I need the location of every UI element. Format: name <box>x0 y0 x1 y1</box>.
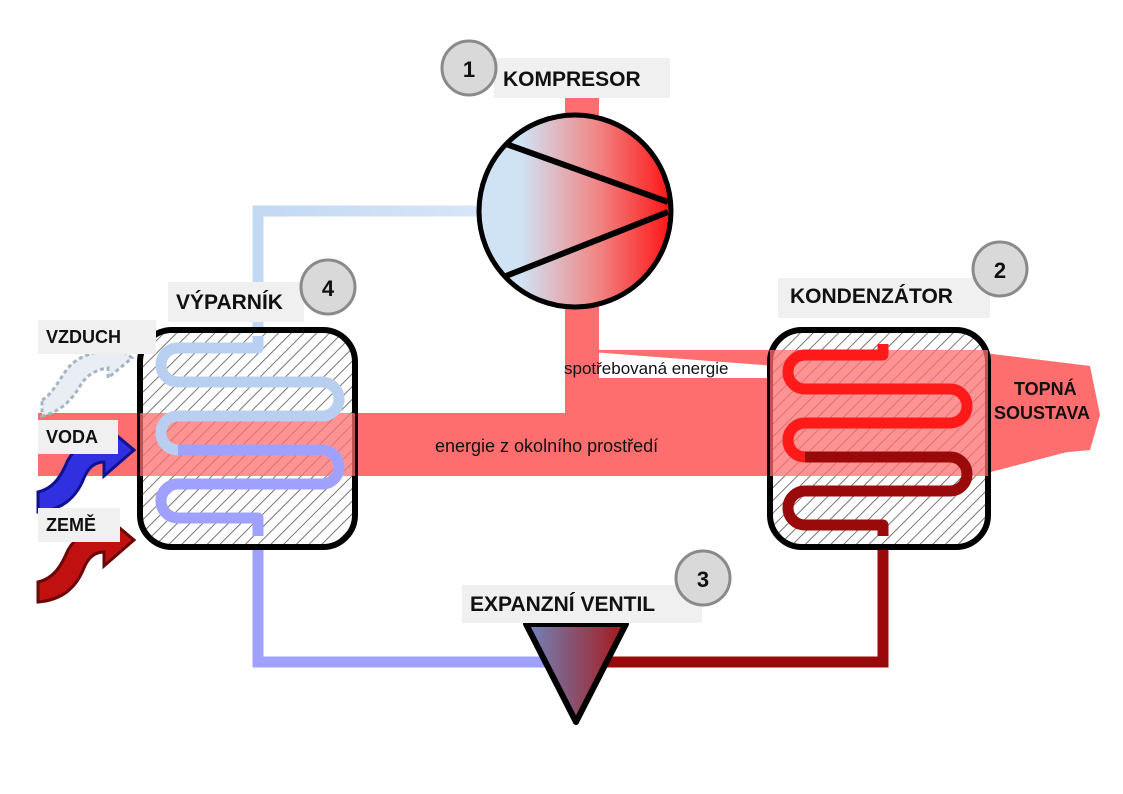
ambient-energy-label: energie z okolního prostředí <box>435 436 658 456</box>
evaporator <box>137 327 358 550</box>
badge-condenser: 2 <box>971 240 1029 298</box>
svg-text:1: 1 <box>463 57 475 82</box>
badge-compressor: 1 <box>440 39 498 97</box>
condenser <box>767 327 991 550</box>
evaporator-label: VÝPARNÍK <box>176 290 283 314</box>
liquid-pipe <box>600 530 889 668</box>
valve-label-bg <box>462 585 702 623</box>
water-source-label: VODA <box>46 427 98 447</box>
compressor <box>476 112 674 310</box>
heating-system-label-line2: SOUSTAVA <box>994 403 1090 423</box>
consumed-energy-label: spotřebovaná energie <box>564 359 728 378</box>
condenser-label: KONDENZÁTOR <box>790 285 953 308</box>
condenser-coil <box>782 344 973 463</box>
svg-text:4: 4 <box>322 276 335 301</box>
condenser-label-bg <box>778 278 990 318</box>
air-source-label: VZDUCH <box>46 327 121 347</box>
ground-source-label: ZEMĚ <box>46 514 96 535</box>
expansion-valve-label: EXPANZNÍ VENTIL <box>470 593 655 616</box>
expansion-valve <box>523 621 629 725</box>
air-source-arrow-icon <box>40 334 135 418</box>
compressor-label-bg <box>494 58 670 98</box>
low-pressure-pipe <box>252 530 548 668</box>
water-label-bg <box>38 420 118 454</box>
evaporator-label-bg <box>168 282 304 322</box>
badge-evaporator: 4 <box>299 258 357 316</box>
svg-text:2: 2 <box>994 258 1006 283</box>
ground-label-bg <box>38 508 120 542</box>
heating-system-label-line1: TOPNÁ <box>1014 378 1077 399</box>
svg-text:3: 3 <box>697 567 709 592</box>
badge-expansion-valve: 3 <box>674 549 732 607</box>
air-label-bg <box>38 320 156 354</box>
compressor-label: KOMPRESOR <box>503 68 641 91</box>
